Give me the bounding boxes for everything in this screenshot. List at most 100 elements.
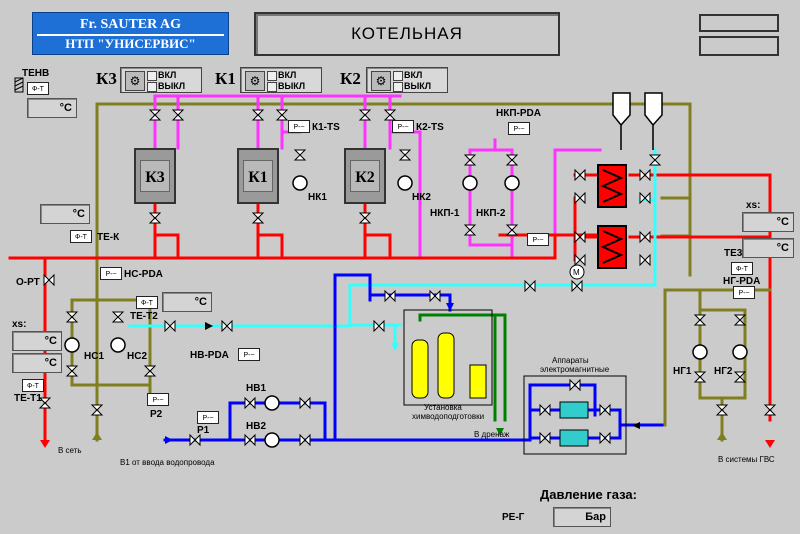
sensor-p2-icon[interactable]: Р-~ [147,393,169,406]
label-nkp-pda: НКП-PDA [496,108,541,119]
gas-pressure-readout: Бар [553,507,611,527]
page-title: КОТЕЛЬНАЯ [254,12,560,56]
label-nv2: НВ2 [246,421,267,432]
label-ng-pda: НГ-PDA [723,276,761,287]
tenv-hatch [14,77,24,93]
label-ng2: НГ2 [714,366,733,377]
k3-off-checkbox[interactable] [147,82,157,92]
label-nk2: НК2 [412,192,431,203]
k2-on-checkbox[interactable] [393,71,403,81]
sensor-ng-pda-icon[interactable]: Р-~ [733,286,755,299]
expansion-tanks [612,92,663,150]
label-apparaty-1: Аппараты [552,356,589,365]
label-k1-ts: К1-TS [312,122,340,133]
switch-k3-label: К3 [96,69,117,88]
boiler-switch-icon: ⚙ [245,71,265,91]
switch-k3[interactable]: ⚙ ВКЛ ВЫКЛ [120,67,202,93]
label-xs-left: xs: [12,319,27,330]
readout-left-2: °С [12,353,62,373]
gas-pressure-title: Давление газа: [540,487,637,502]
k3-off-label: ВЫКЛ [158,81,186,91]
sensor-k1-ts-icon[interactable]: Р-~ [288,120,310,133]
label-xs-right: xs: [746,200,761,211]
k1-on-label: ВКЛ [278,70,297,80]
readout-right-2: °С [742,238,794,258]
label-te3: ТЕ3 [724,248,743,259]
sensor-te-t1-icon[interactable]: Ф-Т [22,379,44,392]
label-k2-ts: К2-TS [416,122,444,133]
switch-k2[interactable]: ⚙ ВКЛ ВЫКЛ [366,67,448,93]
boiler-k3[interactable]: К3 [134,148,176,204]
label-te-t2: ТЕ-Т2 [130,311,158,322]
return-pipe-right [660,102,692,277]
sensor-tenv-icon[interactable]: Ф-Т [27,82,49,95]
k1-on-checkbox[interactable] [267,71,277,81]
label-v-gvs: В системы ГВС [718,455,775,464]
label-nk1: НК1 [308,192,327,203]
label-drain: В дренаж [474,430,510,439]
boiler-k3-label: К3 [140,160,170,192]
pumps [64,175,748,448]
switch-k2-label: К2 [340,69,361,88]
readout-left-1: °С [12,331,62,351]
label-nv-pda: НВ-PDA [190,350,229,361]
label-ng1: НГ1 [673,366,692,377]
label-ns1: НС1 [84,351,105,362]
electromagnetic-devices [523,375,627,455]
company-name: Fr. SAUTER AG [79,17,181,32]
valves [38,109,777,447]
k2-on-label: ВКЛ [404,70,423,80]
switch-k1-label: К1 [215,69,236,88]
label-te-k: ТЕ-К [97,232,120,243]
boiler-loop-top [153,94,402,150]
heat-exchangers [597,164,627,269]
sensor-te3-icon[interactable]: Ф-Т [731,262,753,275]
label-tenv: ТЕНВ [22,68,50,79]
sensor-pressure-icon[interactable]: Р-~ [527,233,549,246]
readout-te-t2: °С [162,292,212,312]
k1-off-label: ВЫКЛ [278,81,306,91]
label-water-treat-1: Установка [424,403,462,412]
boiler-k1-label: К1 [243,160,273,192]
sensor-te-t2-icon[interactable]: Ф-Т [136,296,158,309]
k3-on-checkbox[interactable] [147,71,157,81]
boiler-k1[interactable]: К1 [237,148,279,204]
k1-off-checkbox[interactable] [267,82,277,92]
boiler-switch-icon: ⚙ [125,71,145,91]
boiler-loop-right [280,130,602,260]
status-field-2 [699,36,779,56]
label-nkp1: НКП-1 [430,208,460,219]
status-field-1 [699,14,779,32]
boiler-k2-label: К2 [350,160,380,192]
switch-k1[interactable]: ⚙ ВКЛ ВЫКЛ [240,67,322,93]
sensor-nkp-pda-icon[interactable]: Р-~ [508,122,530,135]
boiler-k2[interactable]: К2 [344,148,386,204]
label-p2: Р2 [150,409,163,420]
sensor-te-k-icon[interactable]: Ф-Т [70,230,92,243]
k2-off-checkbox[interactable] [393,82,403,92]
motor-valve [569,264,585,280]
boiler-switch-icon: ⚙ [371,71,391,91]
label-v1: В1 от ввода водопровода [120,458,215,467]
label-apparaty-2: электромагнитные [540,365,610,374]
flow-arrows [40,303,775,448]
gas-pressure-tag: РЕ-Г [502,512,525,523]
supply-pipe-right [573,173,772,422]
label-ns2: НС2 [127,351,148,362]
label-motor: М [573,268,580,277]
label-v-set: В сеть [58,446,82,455]
company-logo: Fr. SAUTER AG НТП "УНИСЕРВИС" [32,12,229,55]
company-subtitle: НТП "УНИСЕРВИС" [37,34,224,52]
readout-te-k: °С [40,204,90,224]
sensor-p1-icon[interactable]: Р-~ [197,411,219,424]
sensor-ns-pda-icon[interactable]: Р-~ [100,267,122,280]
water-treatment-unit [403,309,493,406]
return-pipe-ng [663,288,772,442]
sensor-k2-ts-icon[interactable]: Р-~ [392,120,414,133]
drain-pipe [418,313,507,422]
label-te-t1: ТЕ-Т1 [14,393,42,404]
sensor-nv-pda-icon[interactable]: Р-~ [238,348,260,361]
readout-tenv: °С [27,98,77,118]
label-ns-pda: НС-PDA [124,269,163,280]
k3-on-label: ВКЛ [158,70,177,80]
